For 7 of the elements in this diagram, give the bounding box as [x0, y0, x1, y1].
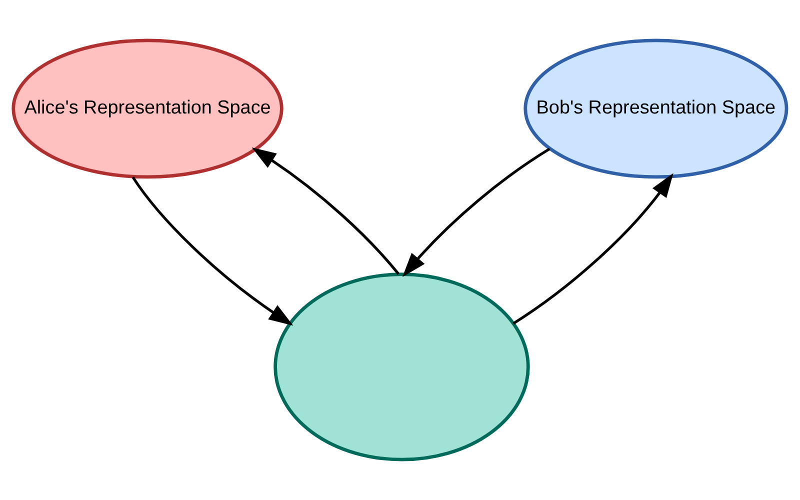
- arrow: [132, 176, 294, 326]
- node-ellipse: [274, 272, 530, 462]
- arrow: [252, 147, 400, 275]
- arrow: [512, 173, 674, 325]
- arrow: [402, 148, 550, 277]
- node-ellipse: Alice's Representation Space: [12, 38, 284, 179]
- node-ellipse: Bob's Representation Space: [524, 38, 788, 179]
